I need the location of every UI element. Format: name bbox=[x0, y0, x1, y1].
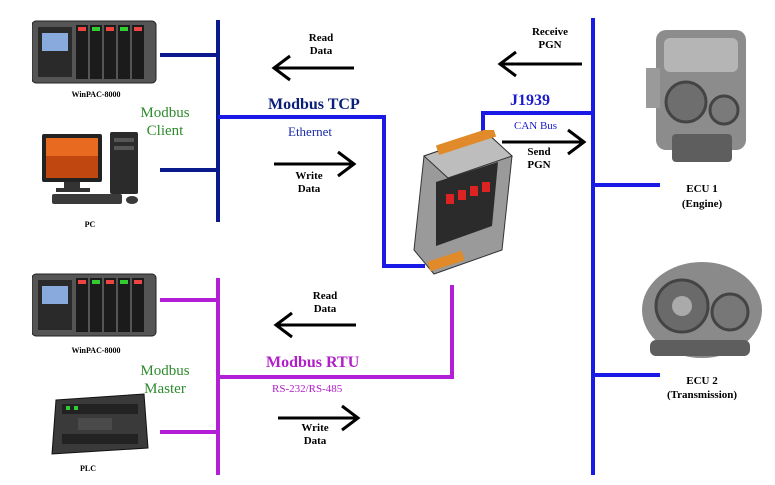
rtu-write-data-label: Write Data bbox=[301, 422, 329, 447]
winpac-rack-icon bbox=[32, 20, 157, 84]
ethernet-label: Ethernet bbox=[288, 124, 333, 139]
left-arrow-icon bbox=[271, 54, 354, 82]
gateway-module-icon bbox=[413, 130, 513, 275]
winpac-top-label: WinPAC-8000 bbox=[71, 90, 121, 99]
transmission-icon bbox=[642, 262, 762, 358]
desktop-pc-icon bbox=[42, 132, 138, 204]
rs485-line bbox=[218, 285, 454, 379]
canbus-label: CAN Bus bbox=[514, 120, 558, 132]
modbus-master-label: Modbus Master bbox=[140, 363, 190, 397]
plc-icon bbox=[51, 393, 149, 455]
right-arrow-icon bbox=[274, 150, 357, 178]
pc-label: PC bbox=[84, 220, 96, 229]
plc-label: PLC bbox=[80, 464, 96, 473]
modbus-rtu-title: Modbus RTU bbox=[266, 354, 360, 371]
right-arrow-icon bbox=[502, 128, 587, 156]
modbus-client-label: Modbus Client bbox=[140, 105, 190, 139]
ecu2-desc: (Transmission) bbox=[666, 389, 738, 401]
left-arrow-icon bbox=[273, 311, 356, 339]
right-arrow-icon bbox=[278, 404, 361, 432]
j1939-title: J1939 bbox=[510, 92, 550, 109]
ecu2-name: ECU 2 bbox=[686, 375, 718, 387]
engine-icon bbox=[646, 30, 746, 162]
winpac-rack-icon bbox=[32, 273, 157, 337]
ethernet-line bbox=[218, 115, 425, 268]
winpac-bottom-label: WinPAC-8000 bbox=[71, 346, 121, 355]
ecu1-desc: (Engine) bbox=[681, 198, 723, 210]
left-arrow-icon bbox=[497, 50, 582, 78]
tcp-read-data-label: Read Data bbox=[308, 32, 334, 57]
rtu-read-data-label: Read Data bbox=[312, 290, 338, 315]
send-pgn-label: Send PGN bbox=[527, 146, 551, 171]
modbus-tcp-title: Modbus TCP bbox=[268, 96, 360, 113]
rs485-label: RS-232/RS-485 bbox=[272, 383, 343, 395]
ecu1-name: ECU 1 bbox=[686, 183, 718, 195]
tcp-write-data-label: Write Data bbox=[295, 170, 323, 195]
receive-pgn-label: Receive PGN bbox=[531, 26, 569, 51]
